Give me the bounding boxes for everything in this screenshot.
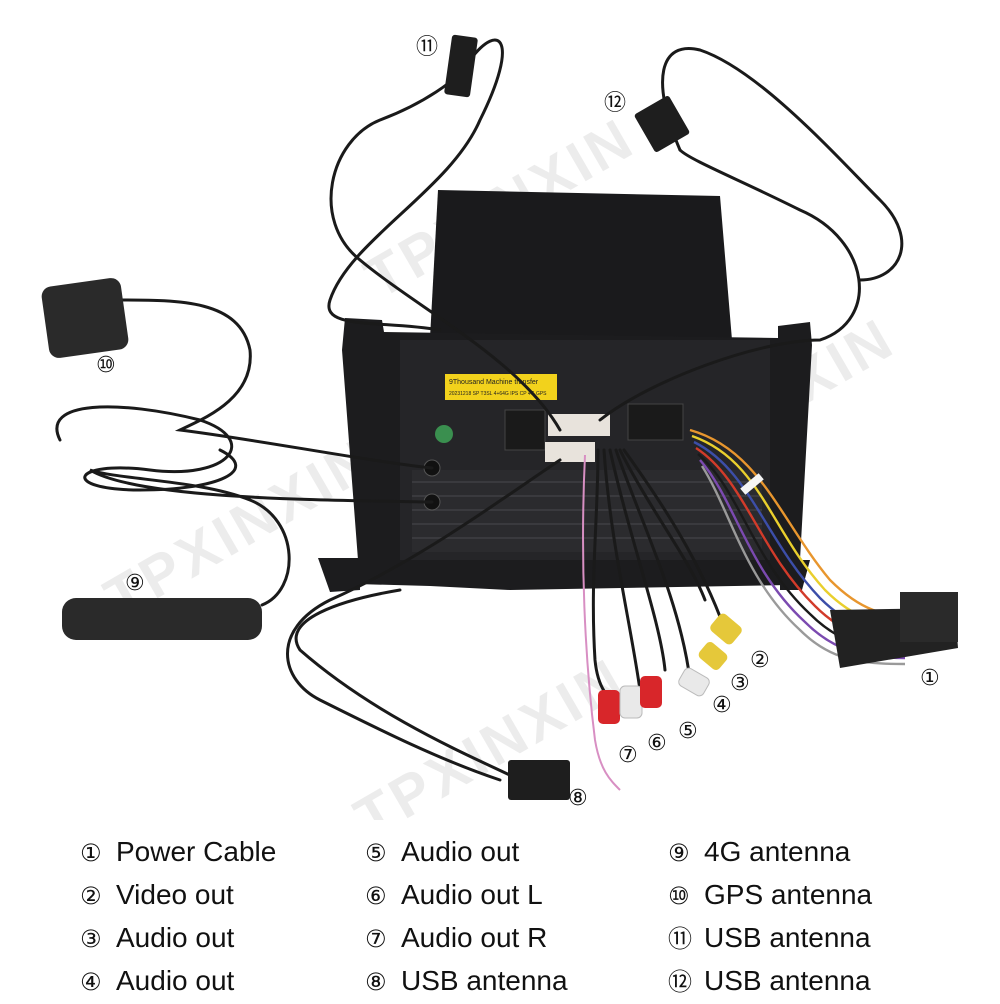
legend-label: Audio out (116, 922, 235, 953)
gps-antenna (41, 278, 129, 358)
legend: ① Power Cable ② Video out ③ Audio out ④ Audi… (0, 820, 1000, 1000)
legend-number: ③ (80, 925, 102, 953)
usb-cable-12 (598, 148, 861, 422)
legend-column-1: ① Power Cable ② Video out ③ Audio out ④ Audi… (80, 830, 276, 1002)
callout-11: ⑪ (416, 35, 438, 60)
legend-item: ④ Audio out (80, 959, 276, 1002)
connector-white (548, 414, 610, 436)
legend-item: ⑫ USB antenna (668, 959, 872, 1002)
legend-number: ⑨ (668, 839, 690, 867)
callout-8: ⑧ (568, 786, 588, 811)
callout-2: ② (750, 648, 770, 673)
callout-3: ③ (730, 671, 750, 696)
gps-coil (55, 405, 238, 492)
power-connector-body (900, 592, 958, 642)
head-unit-screen (430, 190, 732, 340)
legend-label: USB antenna (704, 965, 871, 996)
legend-label: Audio out R (401, 922, 548, 953)
callout-6: ⑥ (647, 731, 667, 756)
rca-plugs (598, 613, 742, 724)
cables (55, 38, 904, 782)
callout-7: ⑦ (618, 743, 638, 768)
sticker-line-2: 20231218 SP T3SL 4+64G IPS CP 4G GPS (449, 391, 547, 397)
model-sticker (445, 374, 557, 400)
legend-number: ⑧ (365, 968, 387, 996)
usb-cable-11 (329, 58, 562, 432)
legend-label: Power Cable (116, 836, 277, 867)
rca-white-plug (678, 667, 710, 697)
legend-number: ⑩ (668, 882, 690, 910)
connector-white (545, 442, 595, 462)
legend-item: ② Video out (80, 873, 276, 916)
legend-number: ⑪ (668, 925, 692, 953)
legend-label: Video out (116, 879, 234, 910)
legend-label: Audio out (401, 836, 520, 867)
legend-number: ⑫ (668, 968, 692, 996)
legend-label: USB antenna (704, 922, 871, 953)
4g-antenna (62, 598, 262, 640)
legend-item: ⑧ USB antenna (365, 959, 568, 1002)
rca-yellow-plug (710, 613, 742, 645)
callout-9: ⑨ (125, 571, 145, 596)
wiring-diagram: TPXINXIN TPXINXIN TPXINXIN TPXINXIN 9Tho… (41, 34, 958, 820)
usb-cable-11 (327, 38, 504, 332)
usb-cable-12 (661, 47, 904, 282)
rca-cable (602, 448, 642, 692)
legend-item: ⑦ Audio out R (365, 916, 568, 959)
callout-1: ① (920, 666, 940, 691)
legend-label: 4G antenna (704, 836, 851, 867)
legend-item: ③ Audio out (80, 916, 276, 959)
usb-plug (634, 96, 690, 152)
4g-cable (89, 468, 434, 607)
legend-label: Audio out L (401, 879, 543, 910)
callout-10: ⑩ (96, 353, 116, 378)
legend-column-2: ⑤ Audio out ⑥ Audio out L ⑦ Audio out R ⑧ US… (365, 830, 568, 1002)
usb-cable-8 (286, 458, 562, 782)
rca-cable (608, 448, 667, 672)
legend-label: USB antenna (401, 965, 568, 996)
legend-number: ① (80, 839, 102, 867)
heatsink-fins (412, 481, 762, 539)
port-block (504, 409, 546, 451)
legend-number: ⑥ (365, 882, 387, 910)
legend-label: Audio out (116, 965, 235, 996)
legend-item: ① Power Cable (80, 830, 276, 873)
port-block (627, 403, 684, 441)
mounting-tab (780, 560, 810, 590)
usb-plug (444, 34, 478, 98)
rca-cable (618, 448, 707, 602)
gps-cable (118, 298, 434, 470)
legend-item: ⑨ 4G antenna (668, 830, 872, 873)
rca-white-plug (619, 685, 643, 719)
pink-wire (582, 454, 621, 791)
usb-plug (508, 760, 570, 800)
rca-red-plug (598, 690, 620, 724)
legend-item: ⑪ USB antenna (668, 916, 872, 959)
legend-number: ④ (80, 968, 102, 996)
mounting-tab (318, 558, 360, 592)
usb-cable-8 (294, 588, 522, 782)
legend-number: ⑦ (365, 925, 387, 953)
sticker-line-1: 9Thousand Machine transfer (449, 379, 539, 386)
rca-yellow-plug (698, 642, 728, 670)
legend-label: GPS antenna (704, 879, 873, 910)
callout-4: ④ (712, 693, 732, 718)
legend-number: ⑤ (365, 839, 387, 867)
rca-cable (622, 448, 727, 632)
legend-item: ⑩ GPS antenna (668, 873, 872, 916)
cable-tie (740, 473, 764, 495)
legend-number: ② (80, 882, 102, 910)
callout-12: ⑫ (604, 91, 626, 116)
rca-red-plug (640, 676, 662, 708)
callout-5: ⑤ (678, 719, 698, 744)
legend-item: ⑥ Audio out L (365, 873, 568, 916)
legend-item: ⑤ Audio out (365, 830, 568, 873)
rca-cable (614, 448, 692, 682)
green-port (435, 425, 453, 443)
